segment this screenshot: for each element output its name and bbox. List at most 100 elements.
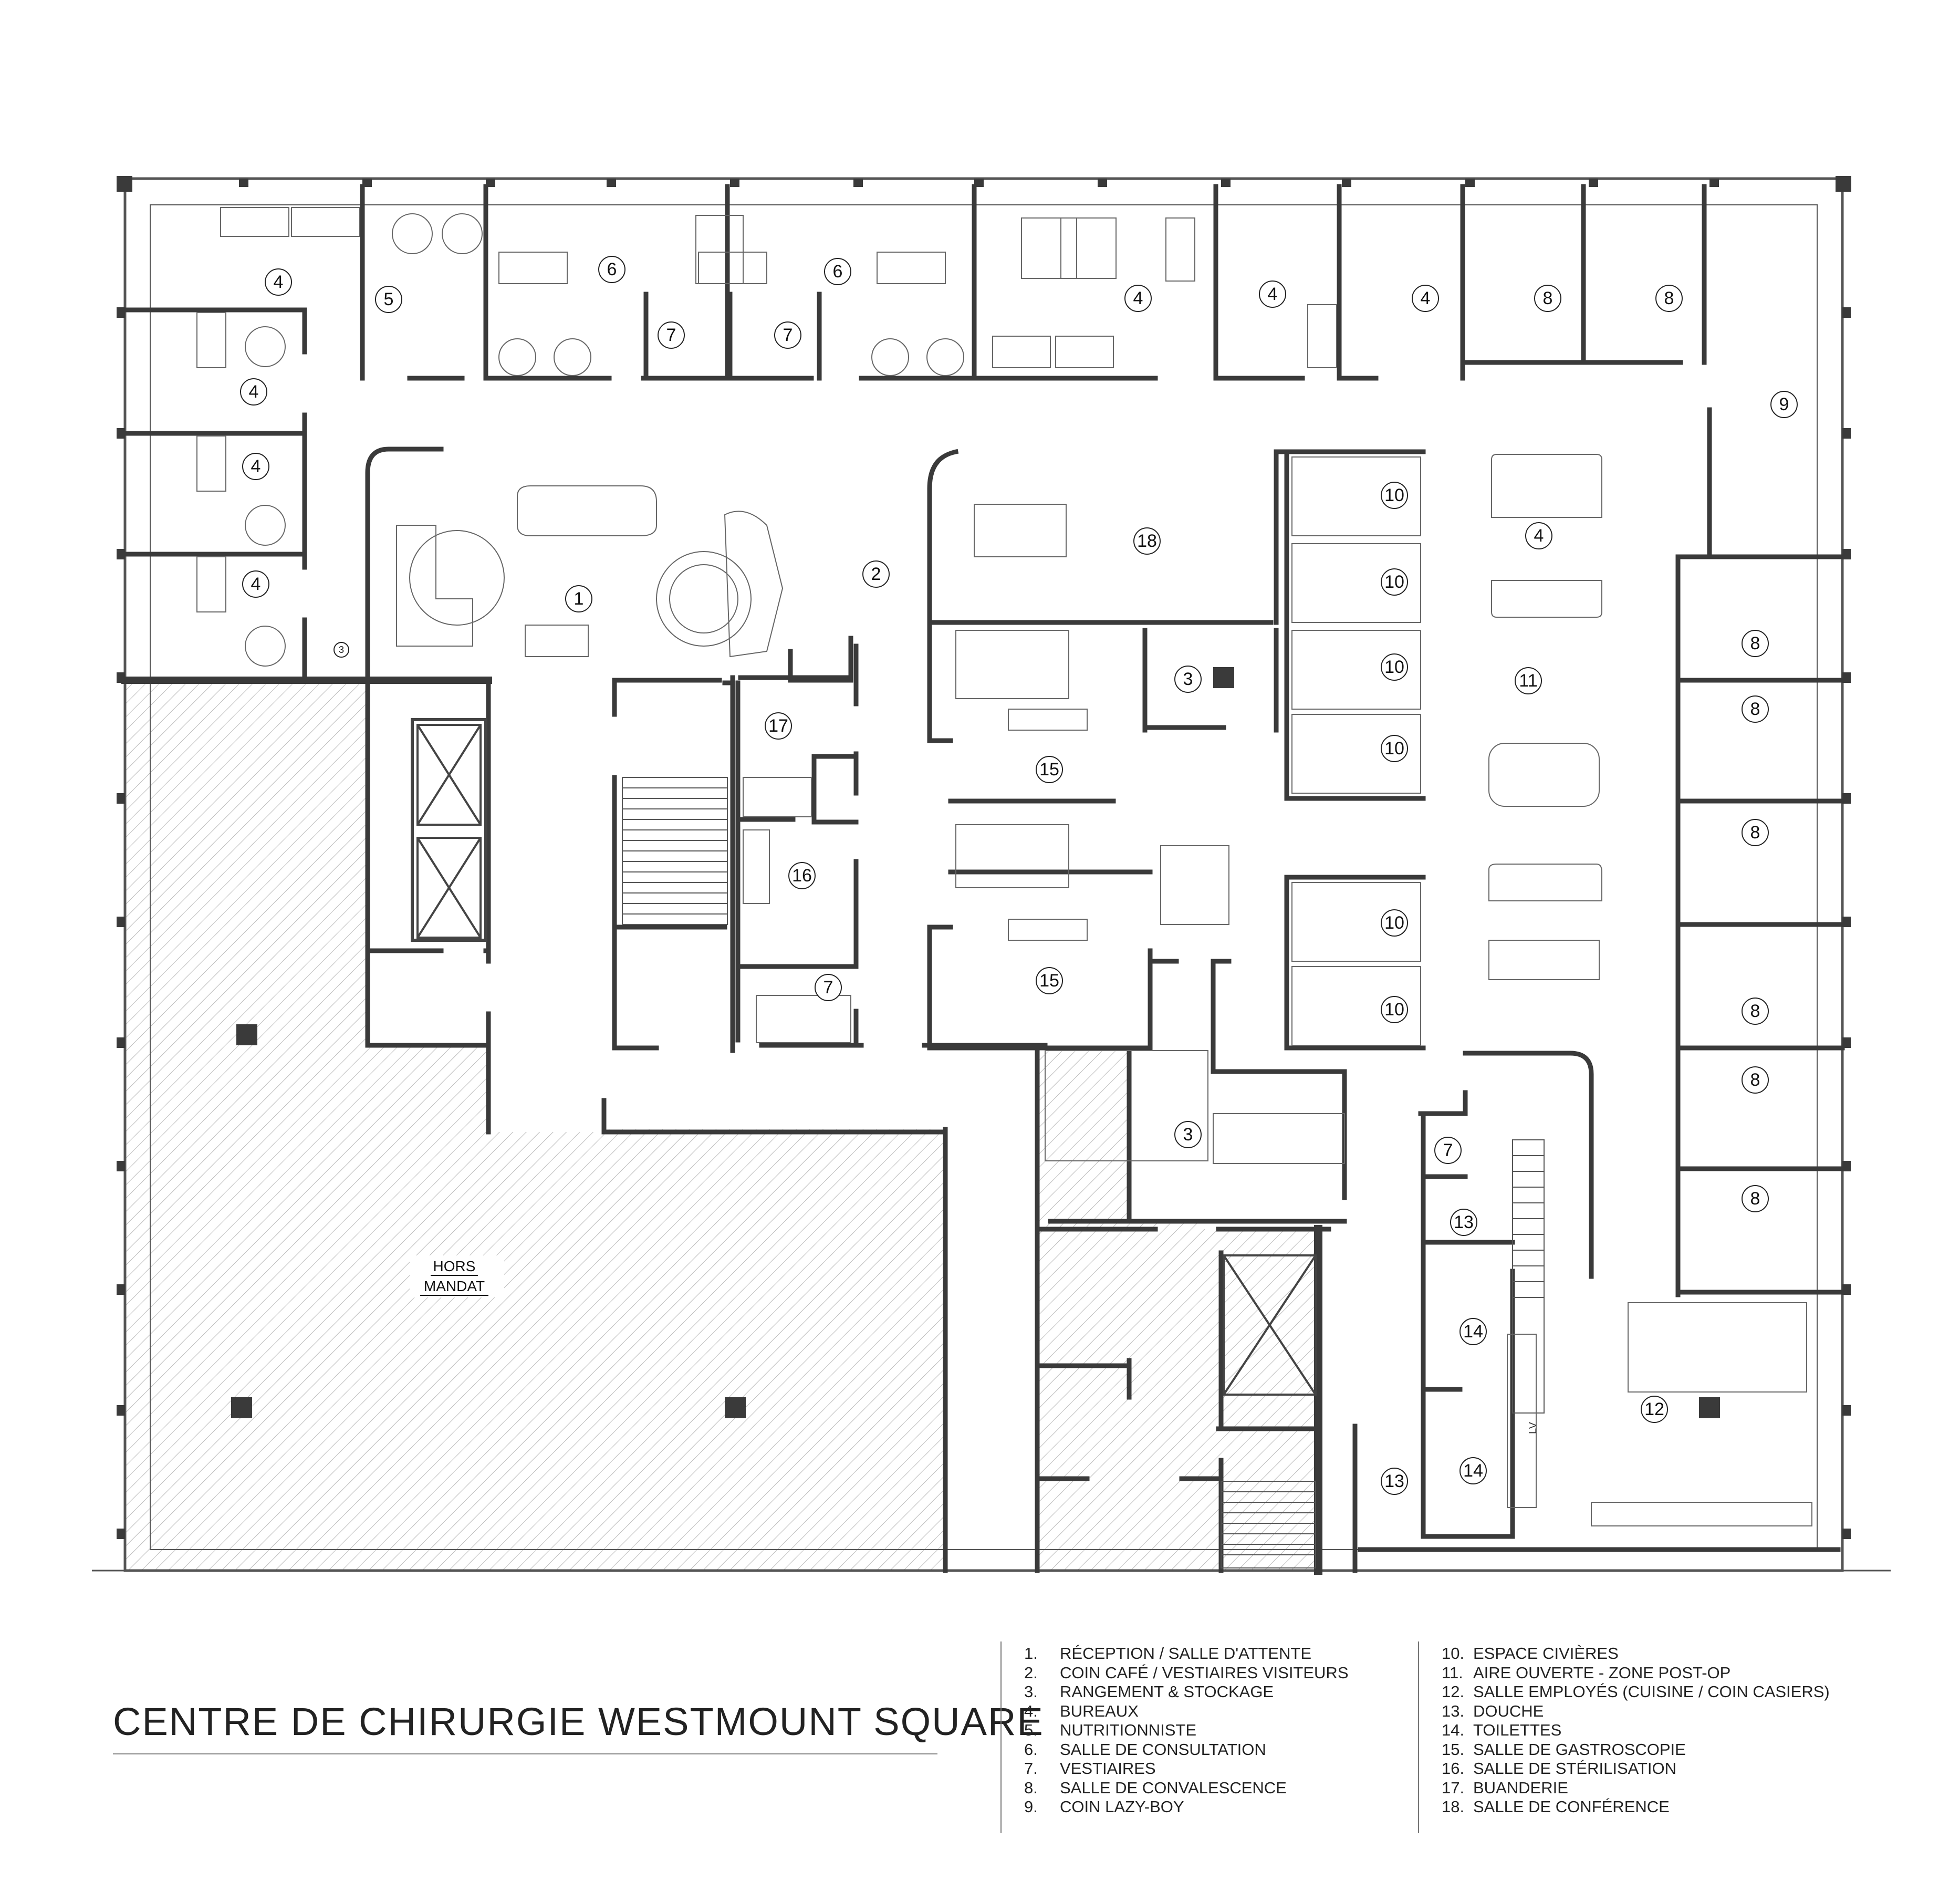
legend-column-2: 10.ESPACE CIVIÈRES 11.AIRE OUVERTE - ZON… bbox=[1442, 1644, 1830, 1817]
legend-item: 4.BUREAUX bbox=[1024, 1701, 1139, 1720]
room-tag bbox=[1381, 996, 1408, 1023]
room-tag-label: 6 bbox=[833, 262, 843, 282]
hors-mandat-line2: MANDAT bbox=[424, 1278, 485, 1294]
legend-divider-left bbox=[1000, 1641, 1002, 1833]
room-tag-label: 11 bbox=[1519, 671, 1537, 691]
interior-walls bbox=[121, 184, 1845, 1575]
room-tag-label: 13 bbox=[1454, 1212, 1474, 1232]
room-tag bbox=[1742, 1066, 1769, 1094]
room-tag bbox=[774, 321, 801, 349]
room-tag-label: 7 bbox=[823, 978, 833, 998]
room-tag-label: 7 bbox=[1443, 1140, 1453, 1160]
room-tag bbox=[815, 974, 842, 1001]
legend-item: 1.RÉCEPTION / SALLE D'ATTENTE bbox=[1024, 1644, 1312, 1663]
room-tag-label: 15 bbox=[1039, 971, 1059, 991]
room-tag-label: 3 bbox=[1183, 669, 1193, 689]
room-tag-label: 10 bbox=[1384, 572, 1404, 592]
room-tag-label: 9 bbox=[1779, 394, 1789, 414]
room-tag bbox=[242, 453, 269, 480]
legend-item: 15.SALLE DE GASTROSCOPIE bbox=[1442, 1740, 1686, 1759]
room-tag bbox=[862, 560, 890, 588]
room-tag-label: 12 bbox=[1644, 1399, 1664, 1419]
room-tag bbox=[1381, 653, 1408, 681]
room-tag bbox=[788, 862, 816, 889]
room-tag-label: 8 bbox=[1750, 699, 1760, 719]
room-tag-labels: 4 5 6 6 7 7 4 4 4 8 8 9 4 4 4 3 1 2 18 1… bbox=[249, 259, 1789, 1491]
legend-item: 7.VESTIAIRES bbox=[1024, 1759, 1156, 1778]
room-tag-label: 8 bbox=[1543, 288, 1553, 308]
sink-label: LV bbox=[1527, 1421, 1539, 1434]
room-tag-label: 1 bbox=[574, 589, 584, 609]
room-tag-label: 8 bbox=[1750, 1070, 1760, 1090]
room-tag bbox=[1459, 1318, 1487, 1345]
room-tag bbox=[265, 268, 292, 296]
legend-item: 13.DOUCHE bbox=[1442, 1701, 1544, 1720]
legend-item: 10.ESPACE CIVIÈRES bbox=[1442, 1644, 1619, 1663]
room-tag bbox=[1133, 527, 1161, 555]
room-tag bbox=[765, 712, 792, 740]
stairs bbox=[622, 777, 1545, 1568]
room-tag-label: 8 bbox=[1750, 1001, 1760, 1021]
elevators bbox=[411, 718, 1317, 1396]
room-tag-label: 10 bbox=[1384, 1000, 1404, 1020]
room-tag-small bbox=[333, 642, 349, 658]
legend-item: 16.SALLE DE STÉRILISATION bbox=[1442, 1759, 1677, 1778]
room-tag-label: 4 bbox=[1534, 526, 1544, 546]
room-tag bbox=[1515, 667, 1542, 694]
room-tag bbox=[1525, 522, 1552, 549]
legend-item: 14.TOILETTES bbox=[1442, 1721, 1562, 1739]
legend-item: 9.COIN LAZY-BOY bbox=[1024, 1798, 1184, 1816]
room-tag bbox=[1381, 568, 1408, 596]
room-tag bbox=[1381, 735, 1408, 762]
room-tag-label: 17 bbox=[768, 716, 788, 736]
room-tag bbox=[1434, 1137, 1462, 1164]
room-tag bbox=[1036, 967, 1063, 994]
room-tag bbox=[598, 256, 625, 283]
legend-item: 8.SALLE DE CONVALESCENCE bbox=[1024, 1778, 1287, 1797]
room-tag-label: 8 bbox=[1750, 1189, 1760, 1209]
room-tag bbox=[1655, 285, 1683, 312]
room-tag-label: 10 bbox=[1384, 913, 1404, 933]
room-tag-label: 13 bbox=[1384, 1471, 1404, 1491]
room-tag bbox=[240, 378, 267, 406]
room-tag bbox=[1124, 285, 1152, 312]
room-tag-label: 14 bbox=[1463, 1322, 1483, 1342]
room-tag bbox=[1174, 666, 1202, 693]
room-tag-label: 14 bbox=[1463, 1461, 1483, 1481]
room-tag bbox=[1534, 285, 1561, 312]
room-tag-label: 8 bbox=[1750, 633, 1760, 653]
room-tag-label: 4 bbox=[1421, 288, 1431, 308]
room-tag-label: 15 bbox=[1039, 760, 1059, 780]
room-tag bbox=[1742, 1185, 1769, 1212]
room-tag bbox=[824, 258, 851, 285]
legend-item: 11.AIRE OUVERTE - ZONE POST-OP bbox=[1442, 1663, 1731, 1682]
legend-item: 3.RANGEMENT & STOCKAGE bbox=[1024, 1682, 1274, 1701]
plan-title: CENTRE DE CHIRURGIE WESTMOUNT SQUARE bbox=[113, 1700, 1044, 1743]
hors-mandat-zone-2 bbox=[1037, 1051, 1318, 1571]
room-tag-label: 10 bbox=[1384, 657, 1404, 677]
room-tag-label: 4 bbox=[1133, 288, 1143, 308]
title-underline bbox=[113, 1753, 937, 1754]
room-tag bbox=[565, 585, 592, 612]
room-tag-label: 4 bbox=[1268, 284, 1278, 304]
room-tag-label: 4 bbox=[251, 456, 261, 476]
room-tag bbox=[1412, 285, 1439, 312]
room-tag-label-small: 3 bbox=[339, 645, 344, 655]
legend-item: 12.SALLE EMPLOYÉS (CUISINE / COIN CASIER… bbox=[1442, 1682, 1830, 1701]
room-tag-label: 7 bbox=[783, 325, 793, 345]
room-tag-label: 8 bbox=[1750, 823, 1760, 843]
room-tag-label: 18 bbox=[1137, 531, 1157, 551]
hors-mandat-zone bbox=[126, 680, 945, 1571]
room-tag-label: 2 bbox=[871, 564, 881, 584]
room-tag-label: 16 bbox=[792, 866, 812, 886]
room-tag bbox=[1381, 482, 1408, 509]
room-tag-label: 4 bbox=[251, 574, 261, 594]
room-tag-label: 4 bbox=[249, 382, 259, 402]
room-tag-label: 6 bbox=[607, 259, 617, 279]
room-tag-label: 3 bbox=[1183, 1125, 1193, 1145]
room-tag bbox=[1641, 1396, 1668, 1423]
room-tag bbox=[1450, 1209, 1477, 1236]
room-tag bbox=[375, 286, 402, 313]
room-tag-label: 7 bbox=[666, 325, 676, 345]
